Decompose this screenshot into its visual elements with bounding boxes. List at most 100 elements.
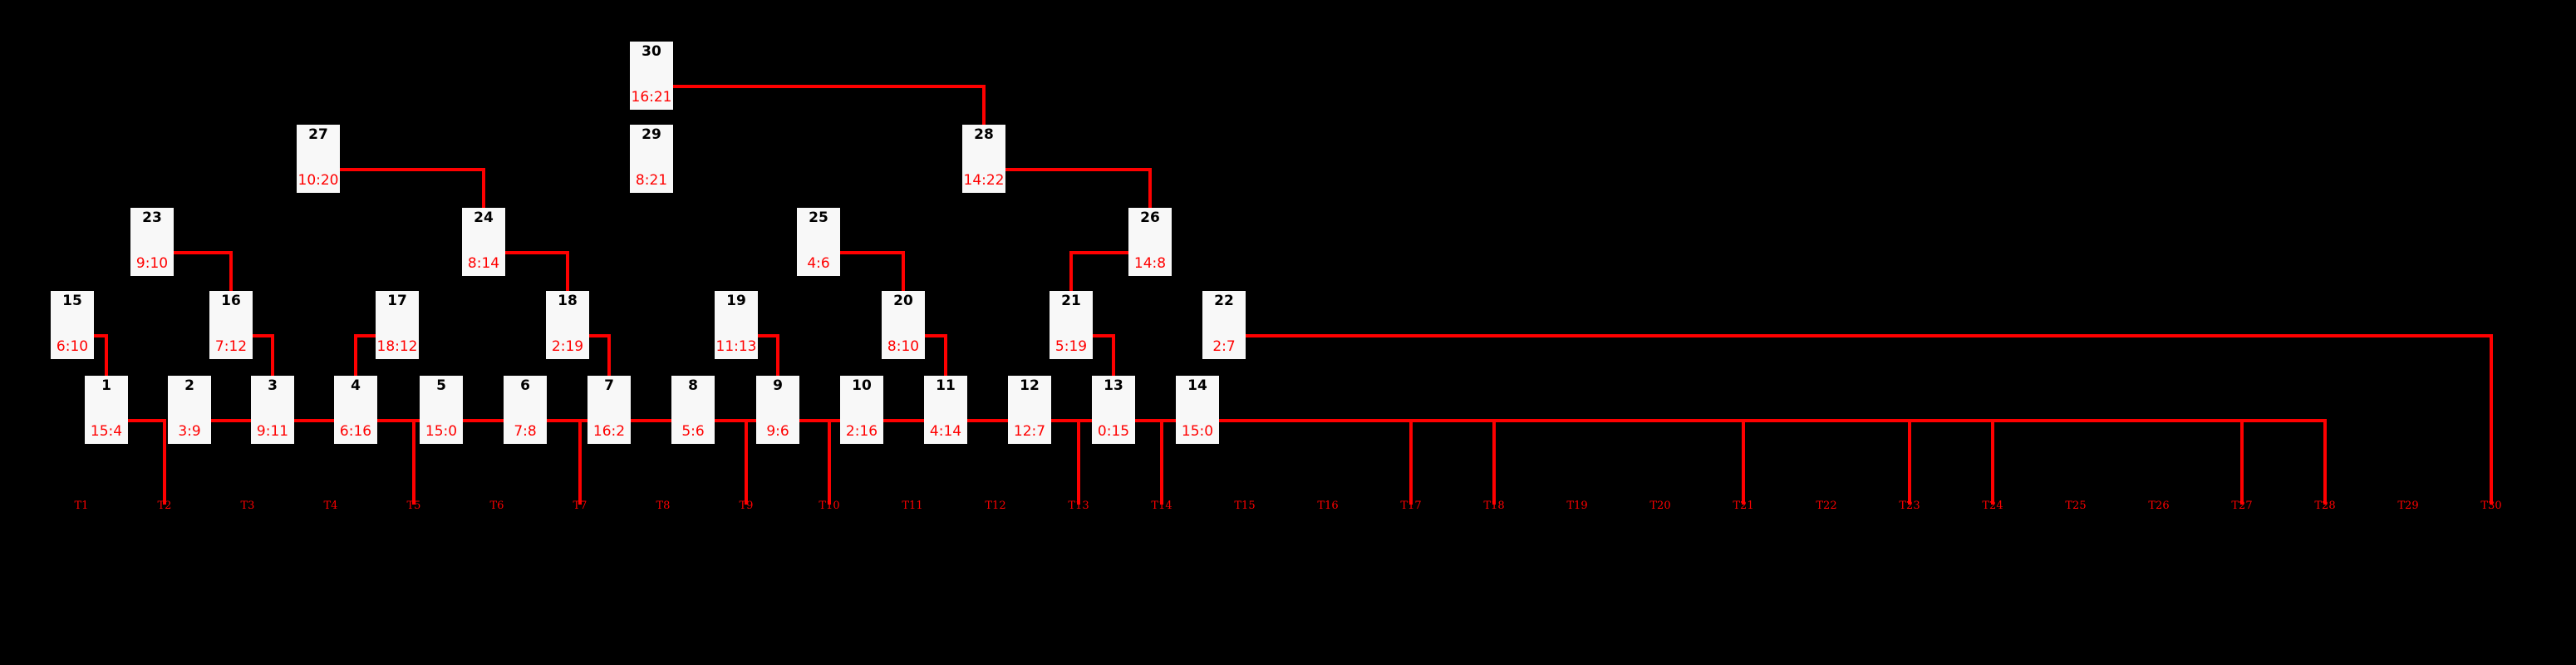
axis-tick-label-T27: T27: [2231, 500, 2253, 512]
axis-tick-T27: [2240, 495, 2244, 505]
axis-tick-label-T24: T24: [1982, 500, 2003, 512]
axis-tick-label-T11: T11: [902, 500, 923, 512]
tree-node-13[interactable]: 13 0:15: [1092, 376, 1135, 444]
node-id-label: 3: [268, 377, 278, 394]
tree-node-8[interactable]: 8 5:6: [671, 376, 715, 444]
tree-node-7[interactable]: 7 16:2: [587, 376, 631, 444]
axis-tick-T28: [2323, 495, 2327, 505]
node-id-label: 11: [936, 377, 956, 394]
axis-tick-label-T2: T2: [157, 500, 172, 512]
node-id-label: 16: [221, 293, 241, 309]
node-id-label: 21: [1061, 293, 1081, 309]
edge-17-to-4-v: [354, 334, 357, 376]
node-id-label: 9: [773, 377, 783, 394]
axis-tick-T18: [1492, 495, 1496, 505]
node-id-label: 23: [142, 209, 162, 226]
edge-16-to-3-h: [253, 334, 273, 337]
node-value-label: 9:10: [135, 255, 169, 272]
axis-tick-label-T22: T22: [1816, 500, 1837, 512]
node-value-label: 16:21: [631, 89, 672, 106]
axis-tick-T23: [1908, 495, 1911, 505]
edge-20-to-11-h: [925, 334, 946, 337]
axis-tick-label-T20: T20: [1649, 500, 1671, 512]
axis-tick-label-T8: T8: [656, 500, 671, 512]
node-value-label: 7:12: [214, 338, 248, 355]
edge-30-to-28-h: [673, 85, 984, 88]
axis-tick-label-T26: T26: [2148, 500, 2170, 512]
node-value-label: 2:16: [845, 423, 878, 440]
node-id-label: 13: [1104, 377, 1123, 394]
edge-20-to-11-v: [944, 334, 947, 376]
node-id-label: 29: [642, 126, 661, 143]
node-id-label: 24: [474, 209, 494, 226]
node-id-label: 5: [436, 377, 446, 394]
node-id-label: 2: [184, 377, 194, 394]
edge-25-to-20-h: [840, 251, 903, 254]
edge-15-to-1-v: [105, 334, 108, 376]
tree-node-16[interactable]: 16 7:12: [209, 291, 253, 359]
axis-tick-label-T18: T18: [1483, 500, 1505, 512]
axis-tick-label-T5: T5: [406, 500, 421, 512]
edge-25-to-20-v: [902, 251, 905, 291]
edge-22-to-T30-h: [1246, 334, 2493, 337]
node-value-label: 8:14: [467, 255, 500, 272]
node-id-label: 19: [726, 293, 746, 309]
edge-21-to-13-h: [1093, 334, 1113, 337]
axis-tick-label-T29: T29: [2397, 500, 2419, 512]
edge-24-to-18-h: [505, 251, 568, 254]
axis-tick-label-T17: T17: [1400, 500, 1422, 512]
node-value-label: 14:8: [1133, 255, 1167, 272]
edge-24-to-18-v: [566, 251, 569, 291]
edge-2-to-T5-v: [412, 419, 415, 495]
node-value-label: 16:2: [592, 423, 626, 440]
node-id-label: 8: [688, 377, 698, 394]
edge-22-to-T30-v: [2490, 334, 2493, 495]
axis-tick-label-T23: T23: [1899, 500, 1920, 512]
node-value-label: 0:15: [1097, 423, 1130, 440]
axis-tick-label-T12: T12: [985, 500, 1006, 512]
node-id-label: 20: [893, 293, 913, 309]
axis-tick-T24: [1991, 495, 1994, 505]
node-value-label: 5:6: [681, 423, 705, 440]
edge-27-to-24-h: [340, 168, 484, 171]
axis-tick-label-T7: T7: [573, 500, 587, 512]
axis-tick-T30: [2490, 495, 2493, 505]
edge-23-to-16-h: [174, 251, 231, 254]
node-id-label: 28: [974, 126, 994, 143]
node-id-label: 7: [604, 377, 614, 394]
node-value-label: 15:0: [1181, 423, 1214, 440]
edge-19-to-9-h: [758, 334, 778, 337]
tree-node-23[interactable]: 23 9:10: [130, 208, 174, 276]
axis-tick-label-T10: T10: [819, 500, 840, 512]
edge-3-to-T7-v: [578, 419, 582, 495]
edge-11-to-T23-v: [1908, 419, 1911, 495]
tree-node-24[interactable]: 24 8:14: [462, 208, 505, 276]
edge-1-to-T2-v: [163, 419, 166, 495]
axis-tick-label-T3: T3: [240, 500, 255, 512]
node-value-label: 18:12: [376, 338, 418, 355]
